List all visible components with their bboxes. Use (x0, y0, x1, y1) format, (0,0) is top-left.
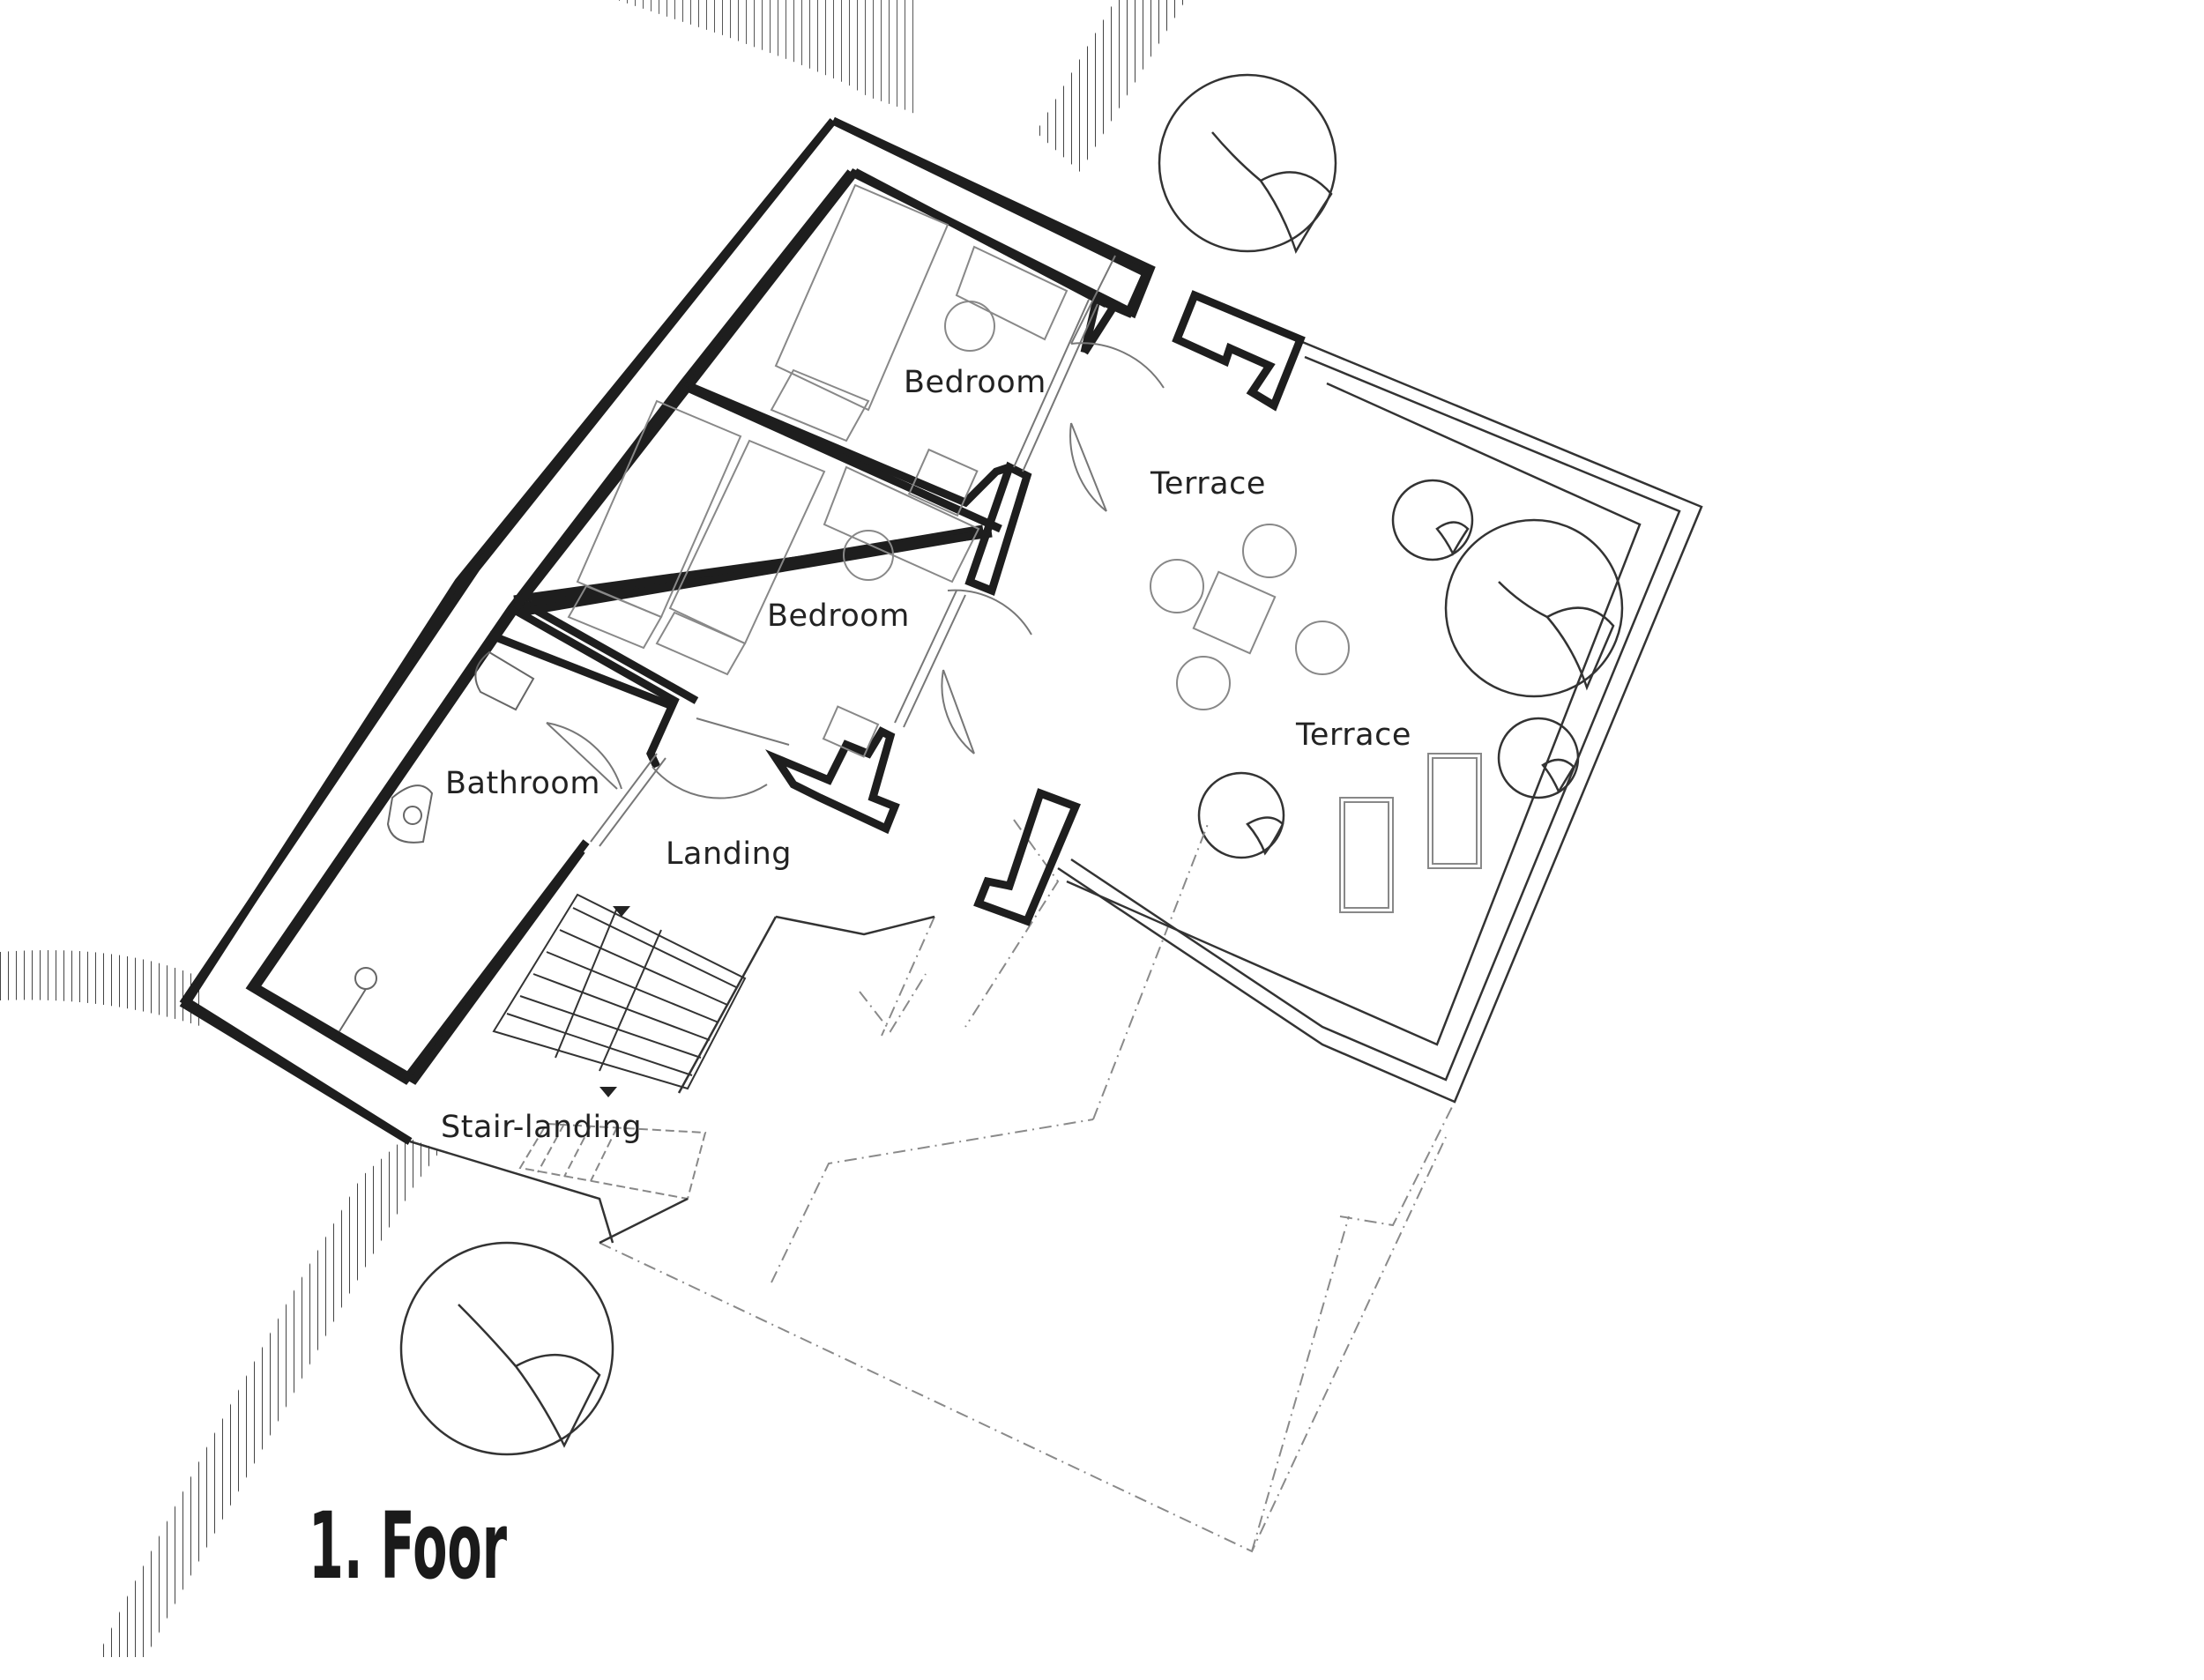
room-label-terrace-large: Terrace (1295, 717, 1411, 753)
stair-landing-walls (409, 915, 935, 1245)
terrace-outline (1057, 338, 1703, 1104)
stair-arrow-icon (599, 906, 630, 1097)
main-walls (179, 116, 1151, 1145)
tree-icon (399, 1241, 614, 1456)
floor-title: 1. Foor (309, 1492, 507, 1600)
toilet-icon (474, 650, 535, 711)
tree-icon (1444, 518, 1624, 698)
room-label-bathroom: Bathroom (445, 766, 600, 801)
washbasin-icon (386, 784, 434, 844)
sun-lounger (1339, 753, 1482, 913)
lower-floor-outline (599, 819, 1456, 1553)
terrace-table (1150, 524, 1350, 710)
window-lines (590, 299, 1098, 847)
room-label-bedroom-upper: Bedroom (904, 365, 1046, 400)
room-label-terrace-small: Terrace (1150, 466, 1266, 502)
room-label-bedroom-lower: Bedroom (767, 598, 910, 634)
walls (179, 116, 1306, 1145)
road-hatch-left (0, 950, 441, 1657)
room-label-stair-landing: Stair-landing (441, 1110, 642, 1145)
tree-icon (1197, 771, 1285, 859)
stair (492, 893, 747, 1090)
room-label-landing: Landing (666, 836, 792, 872)
bed-icon (567, 183, 1068, 758)
door-swing (546, 255, 1165, 799)
tree-icon (1391, 479, 1474, 561)
shower-icon (339, 967, 377, 1032)
tree-icon (1158, 73, 1337, 255)
road-hatch-top (617, 0, 1186, 172)
